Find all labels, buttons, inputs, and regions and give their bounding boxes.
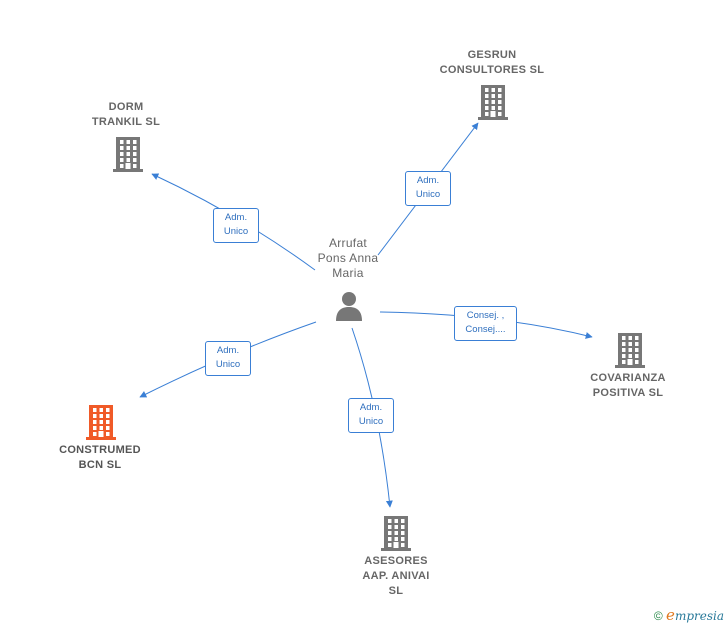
company-label-dorm[interactable]: DORM TRANKIL SL [91, 101, 161, 128]
company-label-gesrun[interactable]: GESRUN CONSULTORES SL [439, 49, 545, 76]
company-label-asesores[interactable]: ASESORES AAP. ANIVAI SL [362, 555, 430, 597]
building-icon[interactable] [112, 136, 144, 172]
building-icon[interactable] [380, 515, 412, 551]
person-icon[interactable] [334, 290, 364, 322]
relation-badge-covarianza[interactable]: Consej. , Consej.... [454, 306, 517, 341]
relation-badge-construmed[interactable]: Adm. Unico [205, 341, 251, 376]
relation-badge-asesores[interactable]: Adm. Unico [348, 398, 394, 433]
building-icon[interactable] [477, 84, 509, 120]
relation-badge-gesrun[interactable]: Adm. Unico [405, 171, 451, 206]
building-icon[interactable] [85, 404, 117, 440]
brand-name: mpresia [674, 609, 724, 623]
company-label-construmed[interactable]: CONSTRUMED BCN SL [59, 444, 141, 471]
company-label-covarianza[interactable]: COVARIANZA POSITIVA SL [590, 372, 666, 399]
footer-brand[interactable]: © empresia [654, 606, 724, 624]
person-name[interactable]: Arrufat Pons Anna Maria [317, 236, 379, 280]
relation-badge-dorm[interactable]: Adm. Unico [213, 208, 259, 243]
brand-logo: empresia [666, 606, 724, 624]
building-icon[interactable] [614, 332, 646, 368]
brand-initial: e [666, 606, 675, 624]
copyright-icon: © [653, 609, 663, 623]
